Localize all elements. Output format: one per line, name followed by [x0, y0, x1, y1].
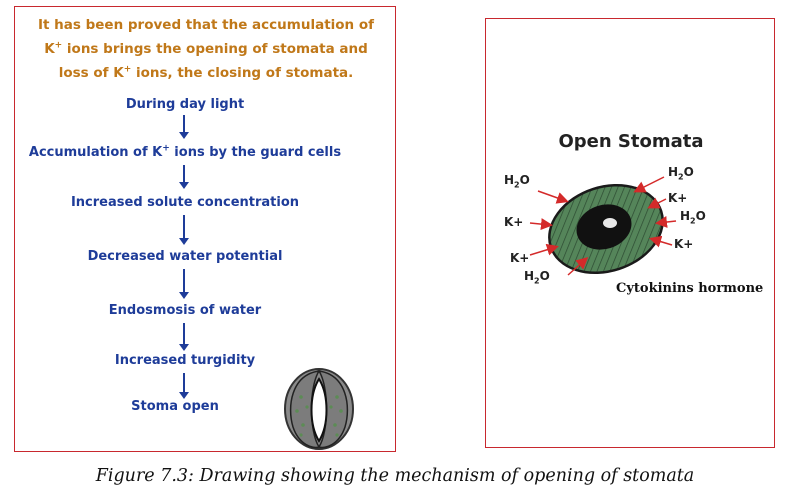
- arrow-k-bottom-left: [529, 243, 559, 256]
- figure-caption: Figure 7.3: Drawing showing the mechanis…: [95, 466, 695, 486]
- cytokinins-hormone-label: Cytokinins hormone: [616, 281, 764, 296]
- step-daylight: During day light: [125, 97, 245, 112]
- arrow-k-right-2: [649, 235, 673, 248]
- arrow-k-left: [529, 218, 553, 231]
- pore-highlight: [603, 218, 617, 228]
- stoma-image: [284, 368, 354, 450]
- flow-arrow-4: [179, 269, 189, 299]
- arrow-h2o-top-right: [633, 176, 665, 193]
- flow-arrow-6: [179, 373, 189, 399]
- intro-line-1: It has been proved that the accumulation…: [37, 17, 375, 33]
- step-turgidity: Increased turgidity: [114, 353, 256, 368]
- left-flow-panel: It has been proved that the accumulation…: [14, 6, 396, 452]
- open-stomata-drawing: [529, 176, 677, 276]
- intro-line-2: K+ ions brings the opening of stomata an…: [44, 40, 368, 57]
- label-k-left: K+: [504, 215, 524, 229]
- label-h2o-top-right: H2O: [668, 165, 694, 182]
- step-solute-concentration: Increased solute concentration: [70, 195, 300, 210]
- step-water-potential: Decreased water potential: [87, 249, 283, 264]
- arrow-k-right-1: [647, 197, 667, 209]
- label-k-bottom-left: K+: [510, 251, 530, 265]
- arrow-h2o-top-left: [537, 190, 569, 204]
- open-stomata-title: Open Stomata: [558, 131, 704, 152]
- stomatal-pore: [576, 204, 632, 250]
- step-endosmosis: Endosmosis of water: [108, 303, 262, 318]
- label-k-right-1: K+: [668, 191, 688, 205]
- arrow-h2o-bottom: [567, 257, 589, 276]
- arrow-h2o-right: [655, 216, 677, 228]
- flow-arrow-2: [179, 165, 189, 189]
- flow-arrow-3: [179, 215, 189, 245]
- intro-line-3: loss of K+ ions, the closing of stomata.: [58, 64, 354, 81]
- intro-text: It has been proved that the accumulation…: [15, 13, 397, 85]
- flow-arrow-1: [179, 115, 189, 139]
- right-open-stomata-panel: Open Stomata H2O H2O K+ H2O K+ K+ K+ H2O: [485, 18, 775, 448]
- label-k-right-2: K+: [674, 237, 694, 251]
- flow-arrow-5: [179, 323, 189, 351]
- label-h2o-right: H2O: [680, 209, 706, 226]
- step-k-accumulation: Accumulation of K+ ions by the guard cel…: [28, 143, 342, 160]
- step-stoma-open: Stoma open: [131, 399, 219, 414]
- label-h2o-top-left: H2O: [504, 173, 530, 190]
- label-h2o-bottom: H2O: [524, 269, 550, 286]
